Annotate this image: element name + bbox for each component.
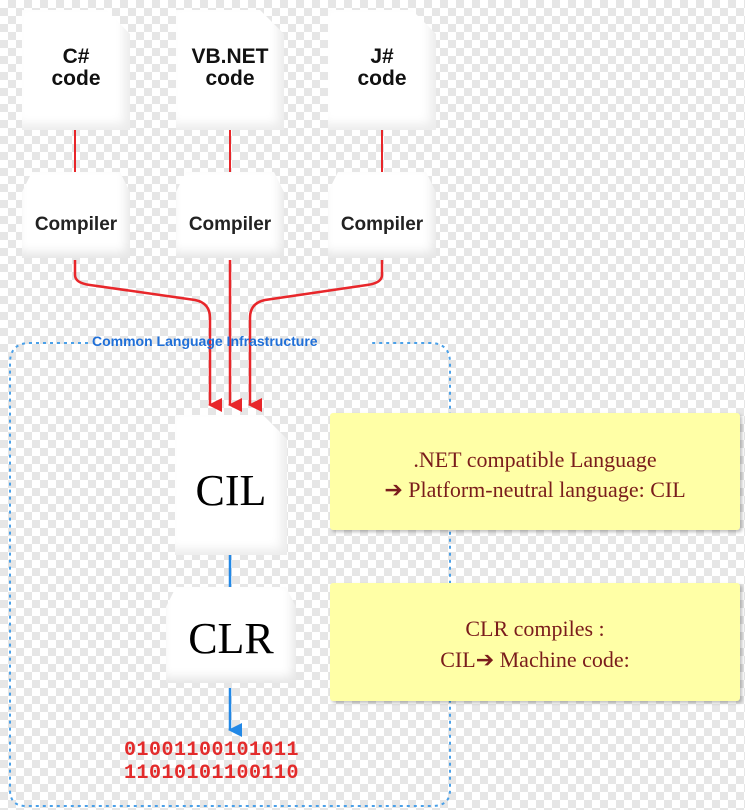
arrow-compiler-left-to-cil	[73, 260, 222, 412]
callout-clr-line2: CIL➔ Machine code:	[440, 647, 630, 672]
callout-cil-line2: ➔ Platform-neutral language: CIL	[384, 477, 686, 502]
clr-box: CLR	[166, 587, 296, 683]
source-sublabel-jsharp: code	[357, 67, 407, 90]
cil-label: CIL	[195, 466, 267, 515]
callout-clr: CLR compiles : CIL➔ Machine code:	[330, 583, 740, 701]
arrow-compiler-right-to-cil	[248, 260, 384, 412]
compiler-csharp: Compiler	[22, 172, 130, 258]
compiler-label: Compiler	[188, 214, 272, 235]
compiler-label: Compiler	[340, 214, 424, 235]
clr-label: CLR	[188, 614, 274, 663]
callout-cil: .NET compatible Language ➔ Platform-neut…	[330, 413, 740, 530]
source-doc-csharp: C# code	[22, 10, 130, 130]
callout-clr-line1: CLR compiles :	[465, 616, 605, 641]
cli-label: Common Language Infrastructure	[92, 333, 318, 349]
cli-boundary	[9, 342, 451, 807]
source-sublabel-vbnet: code	[205, 67, 255, 90]
source-doc-jsharp: J# code	[328, 10, 436, 130]
source-label-csharp: C#	[62, 45, 90, 68]
source-label-vbnet: VB.NET	[191, 45, 269, 68]
source-label-jsharp: J#	[370, 45, 394, 68]
compiler-jsharp: Compiler	[328, 172, 436, 258]
source-doc-vbnet: VB.NET code	[176, 10, 284, 130]
cil-doc: CIL	[175, 415, 287, 555]
source-sublabel-csharp: code	[51, 67, 101, 90]
machine-code-line2: 11010101100110	[124, 762, 300, 785]
compiler-vbnet: Compiler	[176, 172, 284, 258]
machine-code-line1: 01001100101011	[124, 739, 300, 762]
compiler-label: Compiler	[34, 214, 118, 235]
callout-cil-line1: .NET compatible Language	[413, 447, 657, 472]
